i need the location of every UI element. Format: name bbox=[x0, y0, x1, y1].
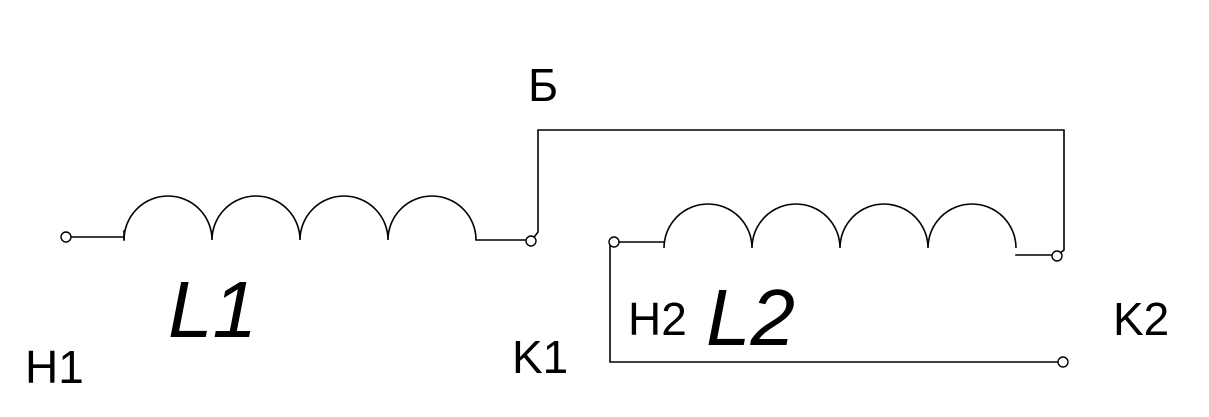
return-wire bbox=[609, 245, 1059, 363]
terminal-h2 bbox=[608, 236, 620, 248]
label-h2: H2 bbox=[628, 293, 687, 345]
label-k1: K1 bbox=[512, 331, 569, 383]
terminal-k2-upper bbox=[1051, 250, 1063, 262]
coil-l2 bbox=[619, 203, 1053, 256]
coil-l1 bbox=[70, 195, 527, 241]
label-k2: K2 bbox=[1113, 293, 1170, 345]
bridge-wire bbox=[530, 129, 1065, 257]
label-coil-l2: L2 bbox=[706, 273, 795, 362]
terminal-h1 bbox=[60, 231, 72, 243]
label-bridge: Б bbox=[528, 59, 559, 111]
coil-l1-windings bbox=[123, 195, 477, 241]
label-coil-l1: L1 bbox=[168, 265, 257, 354]
coil-l2-windings bbox=[663, 203, 1017, 249]
label-h1: H1 bbox=[25, 341, 84, 393]
terminal-k2-lower bbox=[1057, 356, 1069, 368]
terminal-k1 bbox=[525, 235, 537, 247]
